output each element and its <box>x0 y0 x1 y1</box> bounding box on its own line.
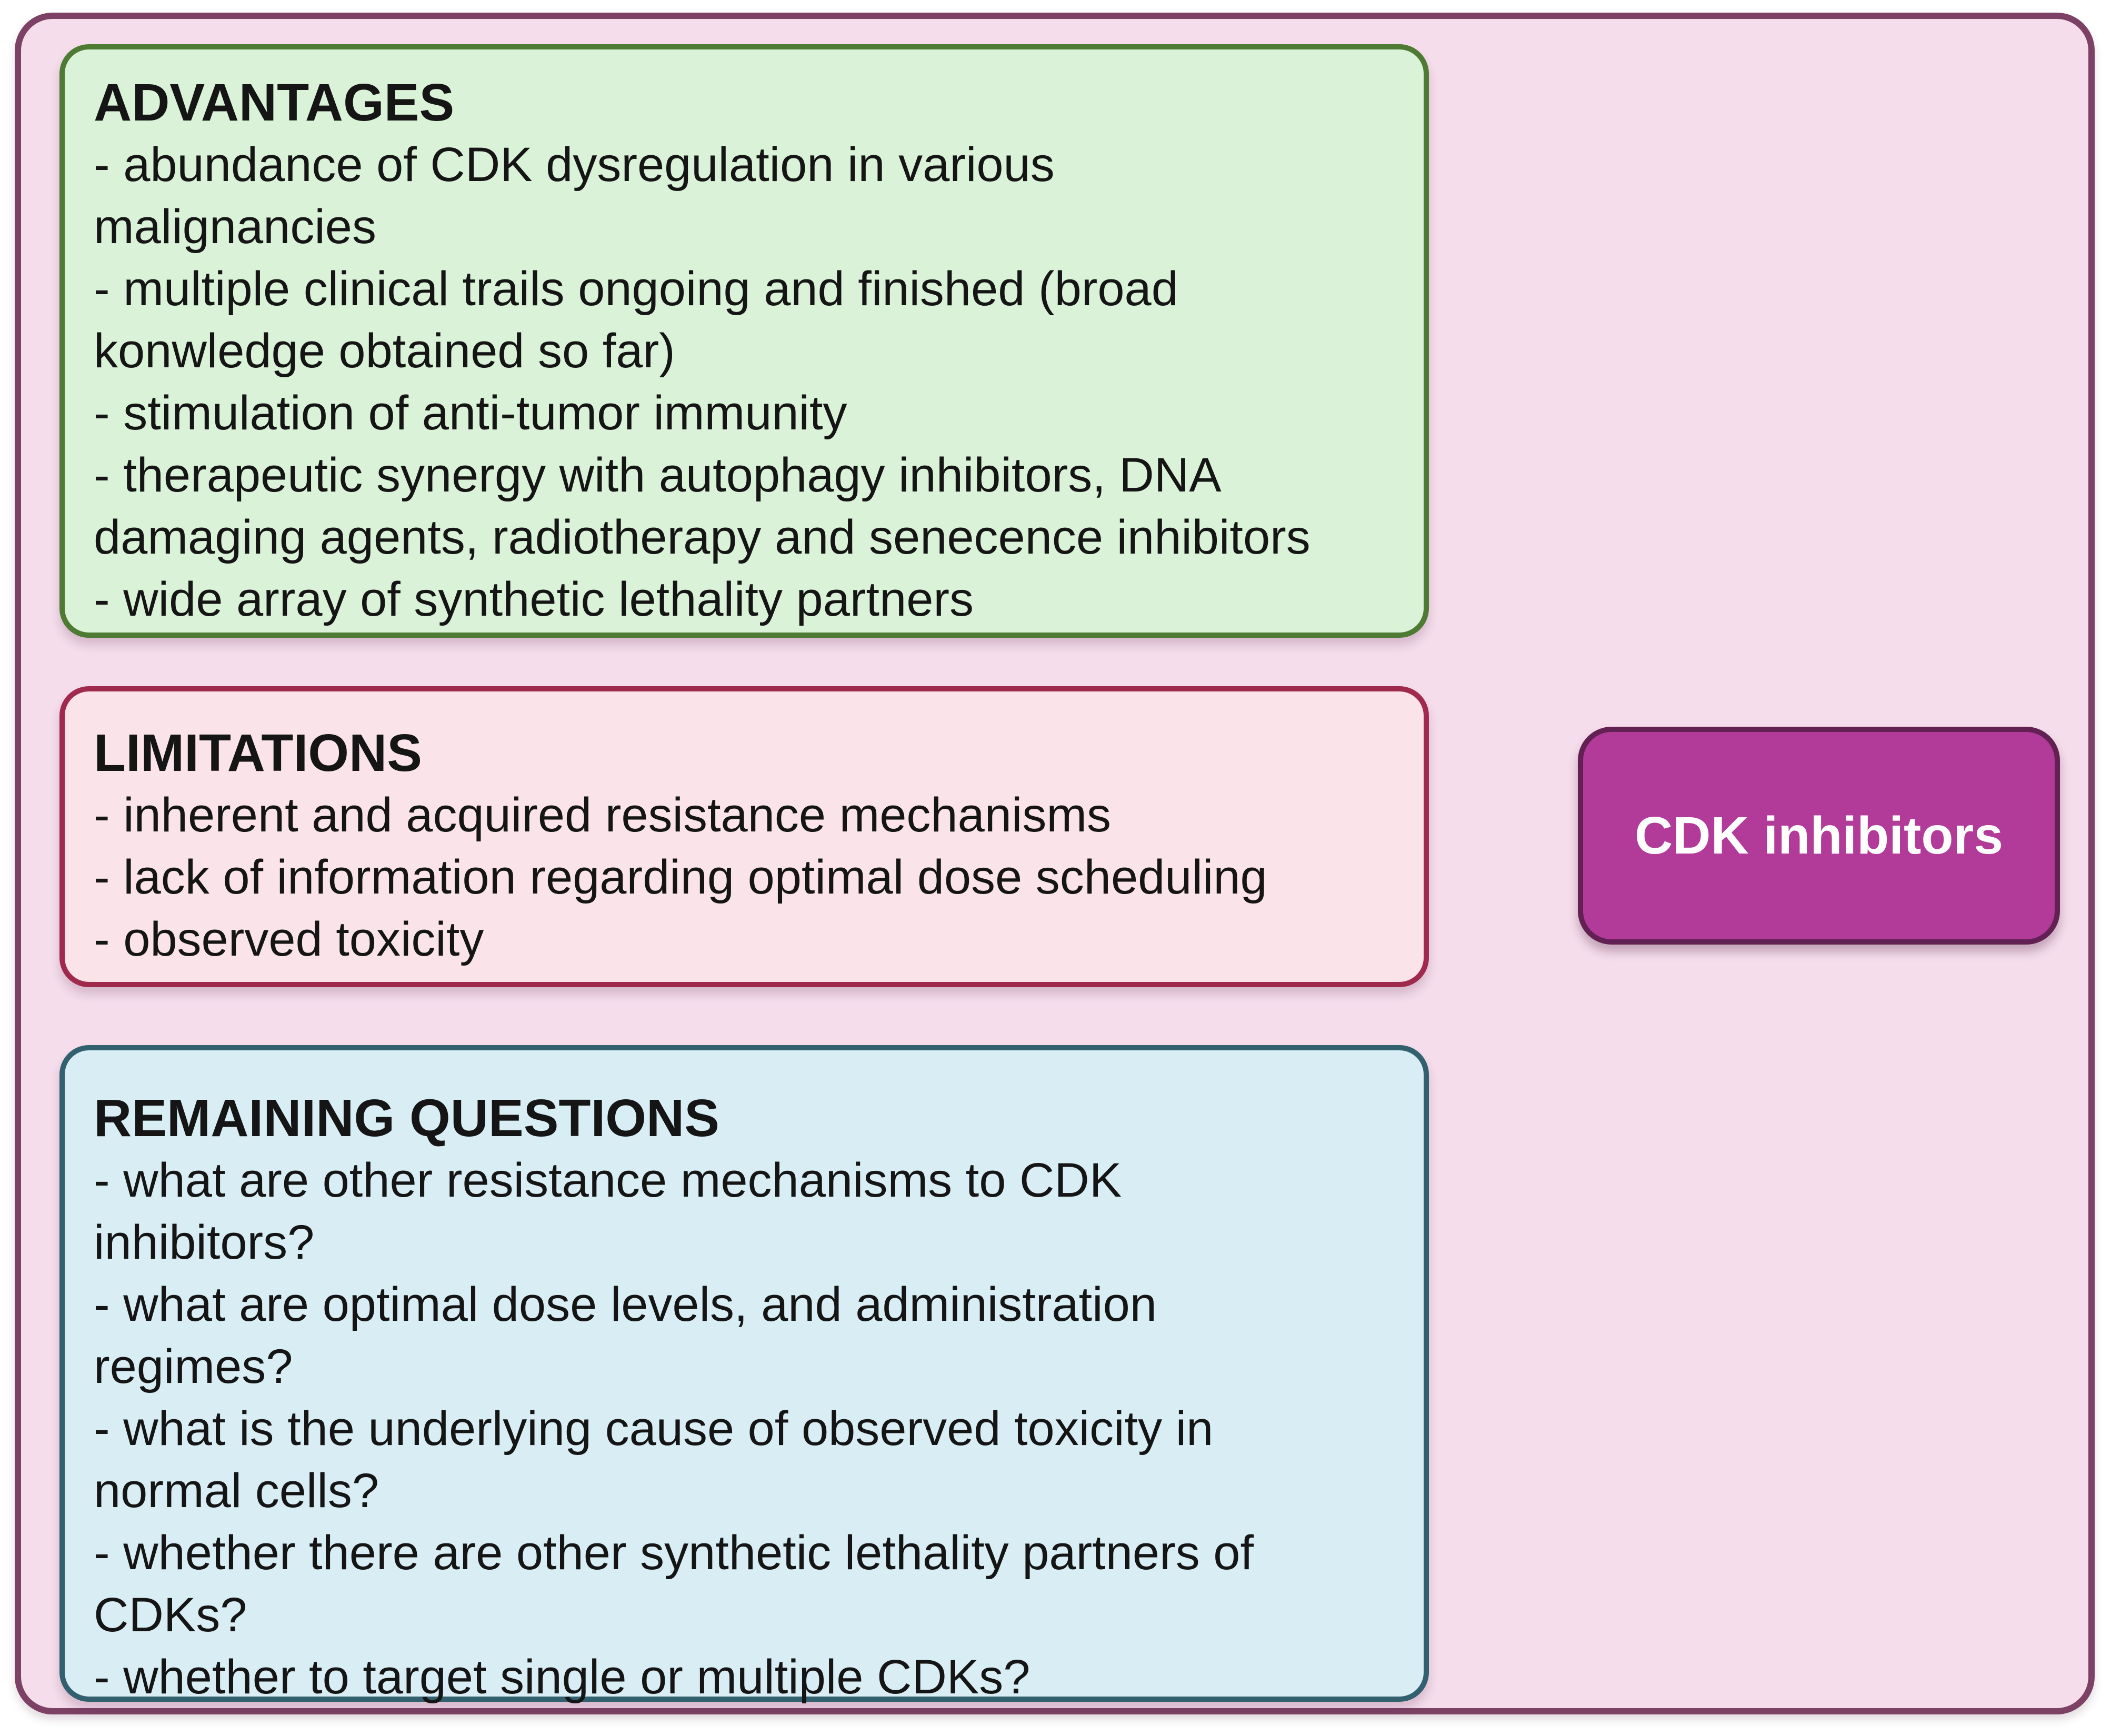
remaining-questions-box: REMAINING QUESTIONS - what are other res… <box>59 1045 1429 1704</box>
cdk-inhibitors-label: CDK inhibitors <box>1635 806 2003 865</box>
limitations-item: - lack of information regarding optimal … <box>94 850 1267 904</box>
advantages-item: - multiple clinical trails ongoing and f… <box>94 262 1178 378</box>
advantages-item: - abundance of CDK dysregulation in vari… <box>94 138 1055 254</box>
cdk-inhibitors-node: CDK inhibitors <box>1578 727 2060 945</box>
remaining-questions-item: - what is the underlying cause of observ… <box>94 1402 1214 1518</box>
advantages-item: - stimulation of anti-tumor immunity <box>94 386 847 440</box>
remaining-questions-item: - what are other resistance mechanisms t… <box>94 1153 1122 1269</box>
cdk-overview-panel: ADVANTAGES - abundance of CDK dysregulat… <box>15 13 2095 1714</box>
limitations-box: LIMITATIONS - inherent and acquired resi… <box>59 686 1429 987</box>
advantages-box: ADVANTAGES - abundance of CDK dysregulat… <box>59 44 1429 638</box>
limitations-title: LIMITATIONS <box>94 724 422 782</box>
limitations-item: - inherent and acquired resistance mecha… <box>94 788 1111 842</box>
limitations-item: - observed toxicity <box>94 912 484 966</box>
remaining-questions-item: - what are optimal dose levels, and admi… <box>94 1278 1157 1393</box>
advantages-title: ADVANTAGES <box>94 73 455 132</box>
remaining-questions-item: - whether there are other synthetic leth… <box>94 1526 1254 1642</box>
advantages-item: - therapeutic synergy with autophagy inh… <box>94 448 1310 564</box>
remaining-questions-title: REMAINING QUESTIONS <box>94 1089 719 1148</box>
advantages-item: - wide array of synthetic lethality part… <box>94 573 974 626</box>
remaining-questions-item: - whether to target single or multiple C… <box>94 1650 1031 1704</box>
